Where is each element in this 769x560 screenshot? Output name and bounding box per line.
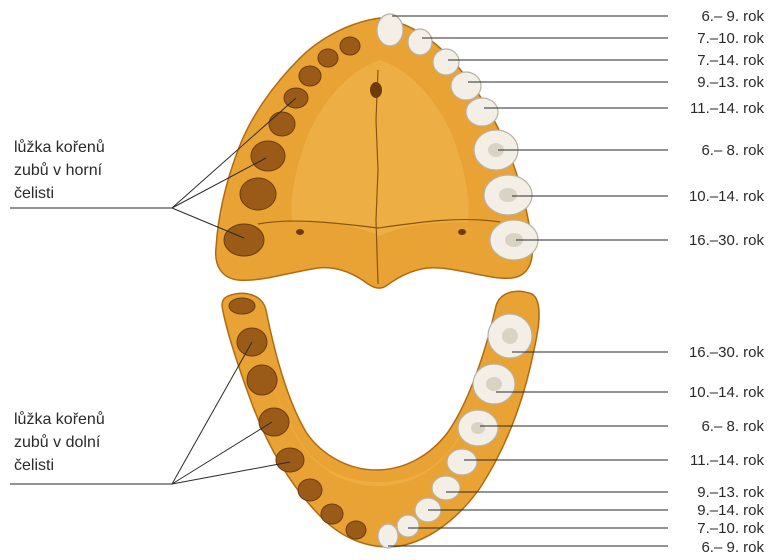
upper-age-label: 10.–14. rok	[689, 188, 765, 205]
lower-central-incisor	[378, 524, 398, 548]
greater-palatine-foramen-left	[296, 229, 304, 235]
upper-socket	[340, 37, 360, 55]
lower-molar-groove	[502, 328, 518, 344]
upper-age-label: 6.– 8. rok	[701, 142, 764, 159]
upper-caption-line: zubů v horní	[14, 161, 103, 179]
lower-age-label: 11.–14. rok	[690, 452, 764, 469]
greater-palatine-foramen-right	[458, 229, 466, 235]
lower-age-label: 10.–14. rok	[689, 384, 765, 401]
upper-age-label: 9.–13. rok	[697, 74, 764, 91]
upper-caption-line: čelisti	[14, 185, 54, 202]
upper-socket	[240, 178, 276, 210]
lower-socket	[321, 504, 343, 524]
lower-socket	[276, 448, 304, 472]
upper-socket	[318, 49, 338, 67]
upper-central-incisor	[377, 14, 403, 46]
incisive-foramen	[370, 82, 382, 98]
lower-age-label: 9.–13. rok	[697, 484, 764, 501]
upper-socket	[251, 141, 285, 171]
upper-socket	[224, 224, 264, 256]
upper-age-label: 7.–14. rok	[697, 52, 764, 69]
upper-age-label: 11.–14. rok	[690, 100, 764, 117]
upper-canine	[433, 49, 459, 75]
upper-lateral-incisor	[408, 29, 432, 55]
lower-molar-groove	[471, 422, 485, 434]
lower-caption-line: čelisti	[14, 457, 54, 474]
upper-molar-groove	[499, 188, 517, 202]
pointer-line	[172, 342, 252, 484]
lower-socket	[298, 479, 322, 501]
upper-caption-line: lůžka kořenů	[14, 138, 105, 156]
lower-lateral-incisor	[397, 515, 419, 537]
lower-caption-line: zubů v dolní	[14, 433, 101, 451]
lower-molar-groove	[486, 377, 502, 391]
lower-caption-line: lůžka kořenů	[14, 410, 105, 428]
lower-age-label: 7.–10. rok	[697, 520, 764, 537]
lower-age-label: 9.–14. rok	[697, 502, 764, 519]
upper-second-premolar	[466, 98, 498, 126]
upper-socket	[299, 66, 321, 86]
lower-socket	[346, 521, 366, 539]
lower-age-label: 16.–30. rok	[689, 344, 765, 361]
lower-second-premolar	[447, 449, 477, 475]
lower-socket	[247, 365, 277, 395]
lower-age-label: 6.– 8. rok	[701, 418, 764, 435]
upper-age-label: 16.–30. rok	[689, 232, 765, 249]
upper-jaw	[216, 14, 538, 288]
upper-age-label: 6.– 9. rok	[701, 8, 764, 25]
lower-jaw	[222, 291, 539, 548]
upper-age-label: 7.–10. rok	[697, 30, 764, 47]
lower-socket	[259, 408, 289, 436]
upper-first-premolar	[451, 72, 481, 100]
lower-socket	[229, 298, 255, 314]
lower-age-label: 6.– 9. rok	[701, 539, 764, 556]
upper-socket	[269, 112, 295, 136]
lower-first-premolar	[432, 476, 460, 500]
